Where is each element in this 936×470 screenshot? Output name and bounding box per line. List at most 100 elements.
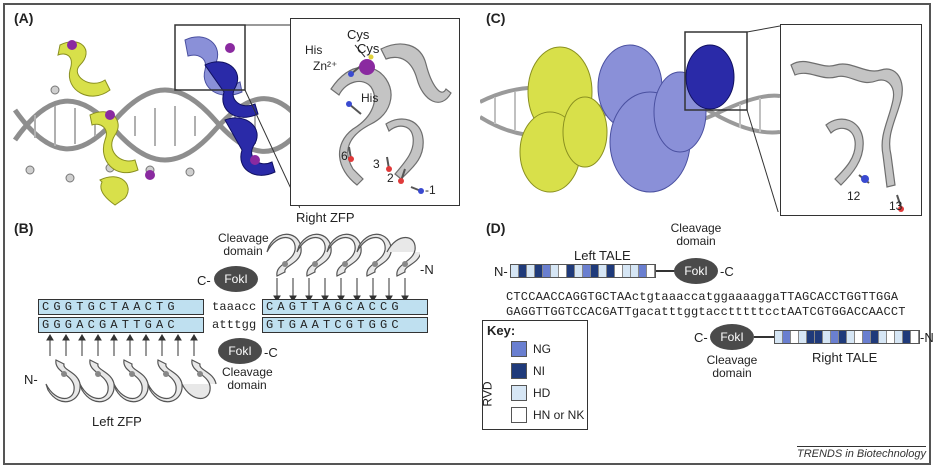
tale-repeat-inset: 12 13 <box>780 24 922 216</box>
tale-repeat-unit <box>839 331 847 343</box>
tale-repeat-unit <box>583 265 591 277</box>
c-terminus-bottom: -C <box>264 345 278 360</box>
zinc-finger-inset: Cys Cys His Zn²⁺ His 6 3 2 -1 <box>290 18 460 206</box>
his-label-1: His <box>305 43 323 57</box>
tale-repeat-unit <box>903 331 911 343</box>
key-swatch-ni <box>511 363 527 379</box>
key-label-hn-nk: HN or NK <box>533 408 585 422</box>
key-label-hd: HD <box>533 386 551 400</box>
panel-c-label: (C) <box>486 10 506 26</box>
tale-repeat-unit <box>607 265 615 277</box>
fokl-domain-top: FokI <box>214 266 258 292</box>
tale-seq-top: CTCCAACCAGGTGCTAActgtaaaccatggaaaaggaTTA… <box>506 290 899 304</box>
key-swatch-hn-nk <box>511 407 527 423</box>
tale-repeat-unit <box>807 331 815 343</box>
tale-repeat-unit <box>799 331 807 343</box>
tale-repeat-unit <box>551 265 559 277</box>
cleavage-word: Cleavage <box>706 353 758 367</box>
cleavage-domain-top-label: Cleavage domain <box>218 231 269 258</box>
tale-seq-bottom: GAGGTTGGTCCACGATTgacatttggtacctttttcctAA… <box>506 305 906 319</box>
cys-label-2: Cys <box>357 41 380 56</box>
n-terminus-d-top: N- <box>494 264 508 279</box>
key-title: Key: <box>487 323 516 338</box>
panel-b-label: (B) <box>14 220 34 236</box>
tale-repeat-unit <box>599 265 607 277</box>
n-terminus-bottom: N- <box>24 372 38 387</box>
residue-13-label: 13 <box>889 199 903 213</box>
panel-d-label: (D) <box>486 220 506 236</box>
tale-repeat-unit <box>783 331 791 343</box>
tale-repeat-unit <box>639 265 647 277</box>
tale-repeat-unit <box>911 331 919 343</box>
fokl-domain-bottom: FokI <box>218 338 262 364</box>
residue-12-label: 12 <box>847 189 861 203</box>
tale-repeat-unit <box>527 265 535 277</box>
panel-a-label: (A) <box>14 10 34 26</box>
cleavage-word: Cleavage <box>222 365 273 379</box>
residue-3-label: 3 <box>373 157 380 171</box>
tale-repeat-unit <box>519 265 527 277</box>
tale-repeat-unit <box>559 265 567 277</box>
tale-repeat-unit <box>855 331 863 343</box>
right-tale-repeats <box>774 330 920 344</box>
cleavage-word: Cleavage <box>670 221 722 235</box>
tale-dna-structure <box>480 25 780 212</box>
tale-repeat-helix <box>790 60 904 212</box>
left-tale-repeats <box>510 264 656 278</box>
tale-repeat-unit <box>543 265 551 277</box>
key-label-ng: NG <box>533 342 551 356</box>
his-label-2: His <box>361 91 379 105</box>
tale-repeat-unit <box>567 265 575 277</box>
seq-top-right-box: CAGTTAGCACCG <box>262 299 428 315</box>
tale-repeat-unit <box>623 265 631 277</box>
zfp-dna-structure <box>12 24 300 209</box>
tale-repeat-unit <box>791 331 799 343</box>
seq-top-left-box: CGGTGCTAACTG <box>38 299 204 315</box>
footer-credit: TRENDS in Biotechnology <box>796 446 926 460</box>
tale-repeat-unit <box>511 265 519 277</box>
domain-word: domain <box>676 234 716 248</box>
zinc-finger-helix <box>330 43 452 194</box>
residue-6-label: 6 <box>341 149 348 163</box>
tale-repeat-unit <box>823 331 831 343</box>
right-zfp-label: Right ZFP <box>296 210 355 225</box>
tale-repeat-unit <box>575 265 583 277</box>
cys-label-1: Cys <box>347 27 370 42</box>
tale-repeat-unit <box>863 331 871 343</box>
right-tale-linker <box>754 336 774 338</box>
figure-border <box>3 3 931 465</box>
tale-repeat-unit <box>887 331 895 343</box>
key-label-ni: NI <box>533 364 545 378</box>
cleavage-word: Cleavage <box>218 231 269 245</box>
c-terminus-top: C- <box>197 273 211 288</box>
tale-repeat-unit <box>775 331 783 343</box>
key-swatch-hd <box>511 385 527 401</box>
cleavage-domain-bottom-label: Cleavage domain <box>222 365 273 392</box>
domain-word: domain <box>223 244 263 258</box>
right-zfp-fingers <box>266 233 420 302</box>
fokl-domain-d-bottom: FokI <box>710 324 754 350</box>
tale-repeat-unit <box>847 331 855 343</box>
key-swatch-ng <box>511 341 527 357</box>
rvd-axis-label: RVD <box>480 381 495 407</box>
seq-bottom-left-box: GGGACGATTGAC <box>38 317 204 333</box>
left-zfp-label: Left ZFP <box>92 414 142 429</box>
left-zfp-fingers <box>45 334 217 403</box>
zinc-label: Zn²⁺ <box>313 59 338 73</box>
tale-repeat-unit <box>535 265 543 277</box>
left-tale-linker <box>656 270 676 272</box>
residue-minus1-label: -1 <box>425 183 436 197</box>
cleavage-domain-d-top-label: Cleavage domain <box>666 222 726 248</box>
seq-bottom-right-box: GTGAATCGTGGC <box>262 317 428 333</box>
tale-repeat-unit <box>631 265 639 277</box>
tale-repeat-unit <box>591 265 599 277</box>
tale-repeat-unit <box>815 331 823 343</box>
cleavage-domain-d-bottom-label: Cleavage domain <box>702 354 762 380</box>
tale-repeat-unit <box>831 331 839 343</box>
tale-repeat-unit <box>647 265 655 277</box>
tale-repeat-unit <box>615 265 623 277</box>
n-terminus-d-bottom: -N <box>920 330 934 345</box>
tale-repeat-unit <box>879 331 887 343</box>
residue-2-label: 2 <box>387 171 394 185</box>
